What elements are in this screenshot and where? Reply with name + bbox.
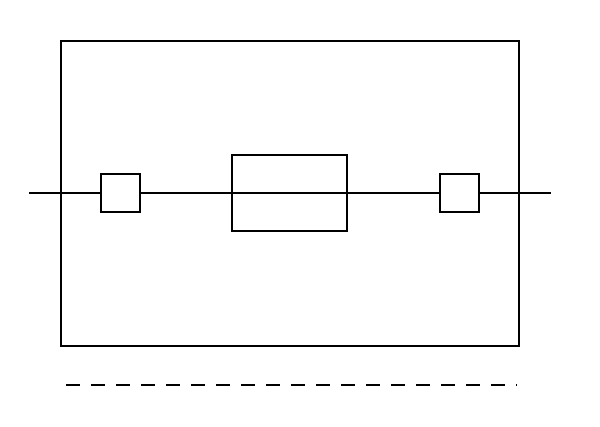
right-terminal-square	[439, 173, 480, 213]
left-terminal-square	[100, 173, 141, 213]
